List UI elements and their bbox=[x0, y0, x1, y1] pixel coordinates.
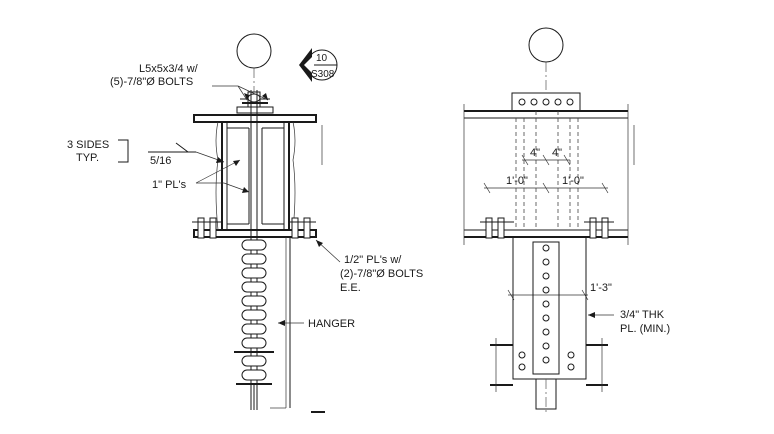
right-elevation-view bbox=[463, 27, 635, 412]
weld-note-line1: 3 SIDES bbox=[67, 139, 109, 151]
weld-size: 5/16 bbox=[150, 155, 171, 167]
plate-callout-line2: PL. (MIN.) bbox=[620, 323, 670, 335]
left-labels: L5x5x3/4 w/ (5)-7/8"Ø BOLTS 3 SIDES TYP.… bbox=[67, 53, 423, 330]
section-marker-number: 10 bbox=[316, 53, 328, 64]
hanger-label: HANGER bbox=[308, 318, 355, 330]
dim-width: 1'-3" bbox=[590, 282, 612, 294]
gridline-bubble-right bbox=[528, 27, 564, 63]
dim-top-2: 4" bbox=[552, 147, 562, 159]
dimensions-right bbox=[483, 154, 609, 301]
splice-bolts bbox=[192, 217, 316, 239]
hanger-bolt-stack bbox=[234, 239, 274, 410]
angle-callout-line2: (5)-7/8"Ø BOLTS bbox=[110, 76, 193, 88]
weld-note-line2: TYP. bbox=[76, 152, 99, 164]
splice-callout-line3: E.E. bbox=[340, 282, 361, 294]
lower-beam-stubs bbox=[490, 338, 608, 412]
leaders-right bbox=[588, 312, 614, 318]
beam-section bbox=[193, 114, 323, 238]
top-angle-bolts bbox=[511, 92, 581, 112]
plate-label: 1" PL's bbox=[152, 179, 187, 191]
angle-callout-line1: L5x5x3/4 w/ bbox=[139, 63, 199, 75]
gridline-bubble-left bbox=[236, 33, 272, 69]
right-splice-bolts bbox=[480, 217, 614, 239]
right-labels: 4" 4" 1'-0" 1'-0" 1'-3" 3/4" THK PL. (MI… bbox=[506, 147, 670, 335]
left-elevation-view bbox=[118, 33, 341, 413]
top-angle bbox=[236, 91, 274, 114]
splice-callout-line2: (2)-7/8"Ø BOLTS bbox=[340, 268, 423, 280]
dim-top-1: 4" bbox=[530, 147, 540, 159]
dim-mid-1: 1'-0" bbox=[506, 175, 528, 187]
section-marker-sheet: S308 bbox=[311, 69, 335, 80]
plate-callout-line1: 3/4" THK bbox=[620, 309, 665, 321]
leaders-left bbox=[118, 85, 341, 326]
splice-callout-line1: 1/2" PL's w/ bbox=[344, 254, 402, 266]
section-marker bbox=[299, 48, 338, 82]
hanger-column-left bbox=[270, 237, 325, 413]
hanger-plate bbox=[512, 236, 587, 380]
dim-mid-2: 1'-0" bbox=[562, 175, 584, 187]
